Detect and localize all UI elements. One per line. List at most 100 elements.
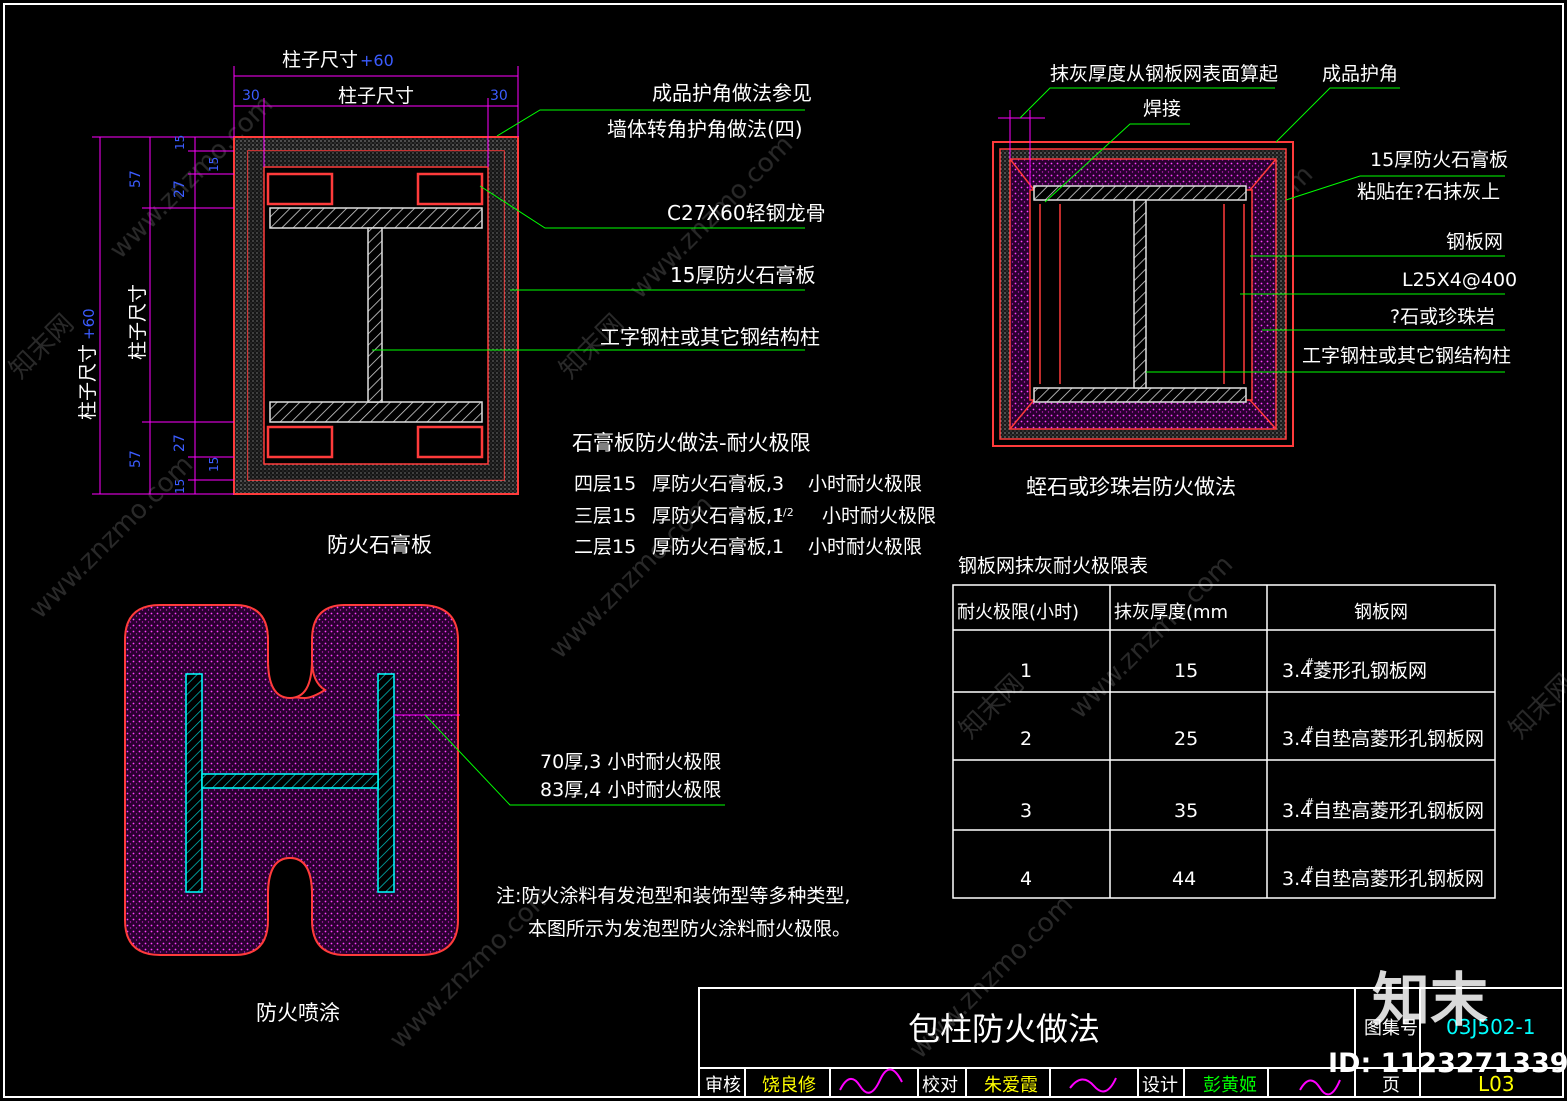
table-r2-sup: # [1305,724,1314,737]
table-header-3: 钢板网 [1354,602,1408,623]
spray-label-2: 83厚,4 小时耐火极限 [540,779,721,801]
table-r3-sup: # [1305,796,1314,809]
label-column: 工字钢柱或其它钢结构柱 [600,325,820,349]
watermark-id: ID: 1123271339 [1328,1048,1567,1079]
limits-row-2-b: 厚防火石膏板,1 [652,504,784,527]
dim-27-top: 27 [172,180,188,198]
atlas-label: 图集号 [1364,1018,1418,1039]
dim-15-b: 15 [207,157,221,172]
label-keel: C27X60轻钢龙骨 [667,201,826,225]
table-r4-c3: 3.4 [1282,868,1312,890]
table-r3-c1: 3 [1020,800,1032,822]
leader-keel [479,185,805,229]
dim-15-d: 15 [173,479,187,494]
table-r1-c4: 菱形孔钢板网 [1313,660,1427,682]
ibeam-web [367,227,383,403]
drawing-title: 包柱防火做法 [908,1010,1100,1048]
spray-ibeam-web [201,773,379,789]
check-name: 朱爱霞 [984,1075,1038,1096]
dim-27-bottom: 27 [172,434,188,452]
table-r1-sup: # [1305,656,1314,669]
review-label: 审核 [705,1075,741,1096]
dim-side-plus: +60 [80,308,98,340]
limits-row-1-c: 小时耐火极限 [808,473,922,495]
limits-row-3-a: 二层15 [574,536,636,558]
leader-weld [1044,123,1190,203]
label-material: ?石或珍珠岩 [1390,306,1495,328]
dim-top-outer: 柱子尺寸 [282,49,358,71]
label-mesh: 钢板网 [1446,231,1503,253]
table-r4-c1: 4 [1020,868,1032,890]
label-angle: L25X4@400 [1402,269,1517,291]
table-r4-sup: # [1305,864,1314,877]
dim-30-right: 30 [490,88,508,104]
limits-row-1-a: 四层15 [574,473,636,495]
gypsum-board-detail [92,66,805,495]
mesh-table-title: 钢板网抹灰耐火极限表 [958,555,1148,577]
label-column-v: 工字钢柱或其它钢结构柱 [1302,345,1511,367]
dim-15-c: 15 [207,457,221,472]
dim-15-a: 15 [173,135,187,150]
page-label: 页 [1382,1075,1400,1096]
review-name: 饶良修 [762,1075,816,1096]
label-board: 15厚防火石膏板 [670,263,815,287]
watermark-logo: 知末 [1372,966,1488,1034]
spray-detail [124,604,725,956]
design-label: 设计 [1142,1075,1178,1096]
label-weld: 焊接 [1143,98,1181,120]
atlas-number: 03J502-1 [1446,1015,1535,1039]
leader-board-v [1285,175,1505,201]
leader-spray [424,714,725,806]
limits-row-2-c: 小时耐火极限 [822,505,936,527]
mesh-table-grid [952,584,1496,899]
spray-note-2: 本图所示为发泡型防火涂料耐火极限。 [528,918,851,940]
limits-row-1-b: 厚防火石膏板,3 [652,472,784,495]
dim-side-inner: 柱子尺寸 [127,284,149,360]
leader-plaster [1019,87,1275,119]
limits-row-2-frac: 1/2 [776,506,794,519]
limits-row-3-c: 小时耐火极限 [808,536,922,558]
dim-top-plus: +60 [360,51,394,70]
limits-row-2-a: 三层15 [574,505,636,527]
keel-bottom-left [266,425,334,459]
table-r2-c1: 2 [1020,728,1032,750]
keel-top-left [266,172,334,206]
signature-design [1299,1079,1341,1096]
table-header-2: 抹灰厚度(mm [1114,602,1228,623]
vermiculite-detail [992,87,1505,447]
leader-corner [496,109,805,137]
dim-57-bottom: 57 [128,450,144,468]
keel-top-right [416,172,484,206]
keel-bottom-right [416,425,484,459]
signature-review [839,1068,903,1094]
page-number: L03 [1478,1072,1515,1096]
label-plaster: 抹灰厚度从钢板网表面算起 [1050,63,1278,85]
table-header-1: 耐火极限(小时) [957,602,1079,623]
signature-check [1069,1077,1117,1093]
label-corner-2: 墙体转角护角做法(四) [607,117,803,141]
spray-note-1: 注:防火涂料有发泡型和装饰型等多种类型, [496,885,850,907]
table-r1-c2: 15 [1174,660,1198,682]
vermiculite-title: 蛭石或珍珠岩防火做法 [1026,475,1236,499]
leader-corner-v [1275,87,1400,143]
spray-label-1: 70厚,3 小时耐火极限 [540,751,721,773]
label-board-v-1: 15厚防火石膏板 [1370,148,1508,171]
design-name: 彭黄姬 [1203,1075,1257,1096]
table-r3-c3: 3.4 [1282,800,1312,822]
spray-title: 防火喷涂 [256,1001,340,1025]
table-r2-c2: 25 [1174,728,1198,750]
limits-row-3-b: 厚防火石膏板,1 [652,535,784,558]
label-corner-v: 成品护角 [1322,63,1398,85]
dim-30-left: 30 [242,88,260,104]
table-r2-c3: 3.4 [1282,728,1312,750]
label-board-v-2: 粘贴在?石抹灰上 [1357,181,1500,203]
table-r3-c2: 35 [1174,800,1198,822]
dim-side-outer: 柱子尺寸 [77,344,99,420]
table-r2-c4: 自垫高菱形孔钢板网 [1313,728,1484,750]
table-r1-c3: 3.4 [1282,660,1312,682]
limits-heading: 石膏板防火做法-耐火极限 [572,431,811,455]
verm-ibeam-web [1133,199,1147,389]
dim-57-top: 57 [128,170,144,188]
